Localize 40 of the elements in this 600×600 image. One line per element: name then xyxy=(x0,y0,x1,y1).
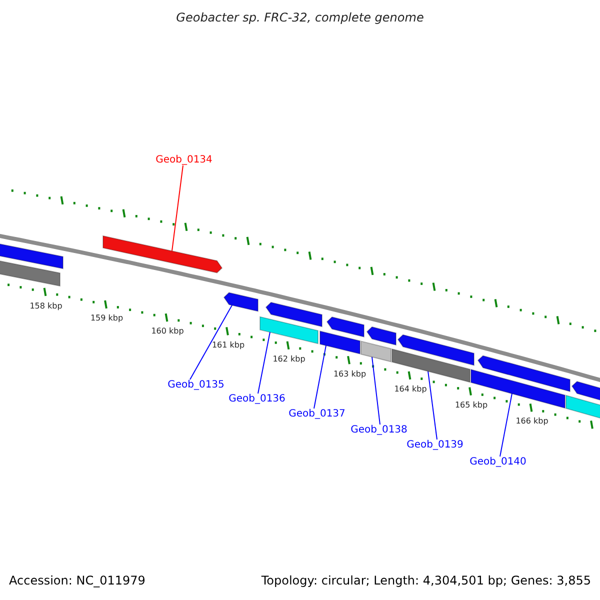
gene-feature xyxy=(0,242,64,270)
scale-label: 164 kbp xyxy=(394,386,427,394)
scale-label: 160 kbp xyxy=(151,328,184,336)
gene-feature xyxy=(265,302,322,328)
diagram-title: Geobacter sp. FRC-32, complete genome xyxy=(176,11,424,25)
gene-feature xyxy=(477,355,570,392)
gene-label: Geob_0136 xyxy=(228,394,286,404)
gene-feature xyxy=(366,326,396,346)
gene-feature xyxy=(470,368,566,409)
genome-summary-text: Topology: circular; Length: 4,304,501 bp; Genes: 3,855 xyxy=(261,574,591,588)
leader-line xyxy=(314,345,326,409)
gene-label: Geob_0139 xyxy=(406,440,464,450)
leader-line xyxy=(500,393,512,457)
scale-label: 159 kbp xyxy=(90,314,124,324)
scale-label: 163 kbp xyxy=(333,370,366,380)
leader-line xyxy=(190,304,232,380)
gene-feature xyxy=(0,259,60,287)
gene-feature xyxy=(392,348,470,383)
gene-label: Geob_0134 xyxy=(156,154,212,166)
gene-feature xyxy=(102,235,223,274)
accession-text: Accession: NC_011979 xyxy=(9,574,146,588)
scale-label: 161 kbp xyxy=(212,341,245,350)
gene-label: Geob_0140 xyxy=(470,456,526,468)
gene-feature xyxy=(320,330,360,355)
gene-feature xyxy=(326,316,364,338)
gene-label: Geob_0137 xyxy=(288,408,346,420)
gene-feature xyxy=(260,316,318,344)
gene-label: Geob_0138 xyxy=(350,424,408,436)
gene-feature xyxy=(360,340,392,362)
leader-line xyxy=(372,356,380,425)
scale-label: 158 kbp xyxy=(30,302,62,311)
scale-label: 165 kbp xyxy=(454,401,488,410)
scale-label: 162 kbp xyxy=(272,356,306,364)
leader-line xyxy=(258,332,270,394)
scale-label: 166 kbp xyxy=(516,418,548,427)
leader-line xyxy=(428,370,438,440)
leader-line xyxy=(172,165,184,252)
gene-feature xyxy=(397,334,474,366)
gene-label: Geob_0135 xyxy=(168,380,224,390)
gene-feature xyxy=(223,292,258,312)
